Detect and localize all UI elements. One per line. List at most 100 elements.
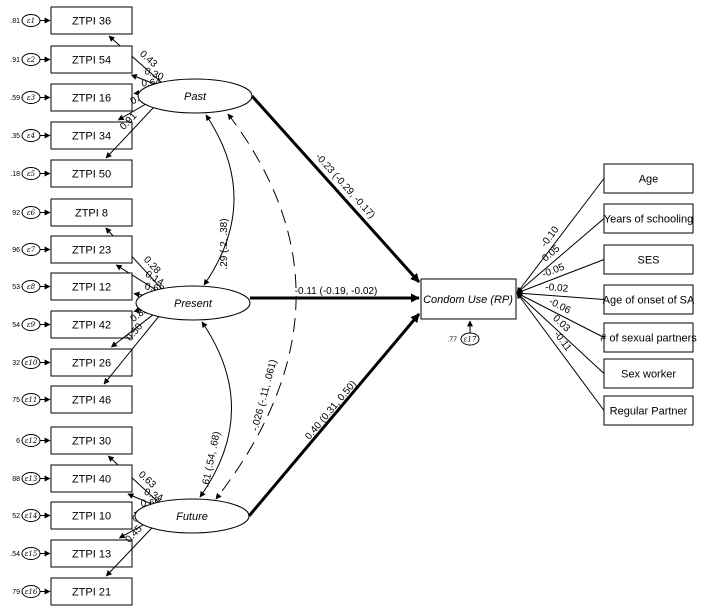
path-past-outcome-label: -0.23 (-0.29, -0.17) (313, 152, 377, 221)
future-error-5: 79 ε16 (12, 585, 51, 598)
item-label: ZTPI 50 (72, 169, 111, 181)
outcome-node: Condom Use (RP) (420, 278, 517, 320)
present-error-6: 75 ε11 (12, 393, 51, 406)
covariate-3: SES-0.05 (516, 244, 694, 294)
latent-future-label: Future (176, 511, 208, 523)
error-symbol: ε10 (25, 359, 38, 367)
covariate-arrow (516, 218, 605, 294)
error-symbol: ε3 (27, 94, 36, 102)
present-item-1: ZTPI 8 (50, 198, 133, 227)
corr-past-future-arc (215, 113, 297, 500)
path-future-outcome (247, 313, 421, 517)
covariate-arrow (516, 259, 605, 294)
past-error-3: .59 ε3 (10, 91, 51, 104)
latent-past-label: Past (184, 91, 207, 103)
item-label: ZTPI 8 (75, 208, 108, 220)
error-variance: 54 (12, 322, 20, 329)
error-variance: .91 (10, 57, 20, 64)
outcome-label: Condom Use (RP) (423, 294, 513, 306)
error-symbol: ε13 (25, 475, 38, 483)
covariate-arrow (516, 292, 605, 411)
past-loading-arrow-1 (108, 35, 171, 91)
latent-present: Present (135, 285, 251, 321)
past-error-2: .91 ε2 (10, 53, 51, 66)
error-variance: .18 (10, 171, 20, 178)
error-symbol: ε12 (25, 437, 38, 445)
latent-future: Future (134, 498, 250, 534)
covariate-label: Age (639, 174, 659, 186)
covariate-5: # of sexual partners-0.06 (516, 292, 697, 353)
item-label: ZTPI 46 (72, 395, 111, 407)
error-variance: 79 (12, 589, 20, 596)
present-item-5: ZTPI 26 (50, 348, 133, 377)
error-variance: 6 (16, 438, 20, 445)
future-item-4: ZTPI 13 (50, 539, 133, 568)
future-error-1: 6 ε12 (16, 434, 51, 447)
error-variance: .81 (10, 18, 20, 25)
error-symbol: ε11 (25, 396, 38, 404)
item-label: ZTPI 12 (72, 282, 111, 294)
present-error-2: 96 ε7 (12, 243, 51, 256)
past-error-1: .81 ε1 (10, 14, 51, 27)
outcome-error: ε17 .77 (447, 320, 480, 346)
covariate-label: Sex worker (621, 369, 676, 381)
covariate-arrow (516, 292, 605, 374)
item-label: ZTPI 30 (72, 436, 111, 448)
error-symbol: ε7 (27, 246, 36, 254)
covariate-coef: -0.05 (541, 262, 567, 281)
covariate-arrow (516, 178, 605, 294)
latent-past: Past (137, 78, 253, 114)
present-error-5: 32 ε10 (12, 356, 51, 369)
covariate-arrow (516, 290, 605, 300)
future-item-3: ZTPI 10 (50, 501, 133, 530)
present-item-2: ZTPI 23 (50, 235, 133, 264)
error-variance: .59 (10, 95, 20, 102)
error-symbol: ε4 (27, 132, 35, 140)
past-item-1: ZTPI 36 (50, 6, 133, 35)
error-variance: 75 (12, 397, 20, 404)
corr-past-future-label: -.026 (-.11, .061) (250, 358, 280, 432)
error-variance: 52 (12, 513, 20, 520)
error-variance: 53 (12, 284, 20, 291)
covariate-coef: -0.10 (539, 224, 562, 249)
error-symbol: ε9 (27, 321, 36, 329)
error-symbol: ε16 (25, 588, 38, 596)
item-label: ZTPI 34 (72, 131, 111, 143)
covariate-label: Years of schooling (604, 214, 694, 226)
future-item-2: ZTPI 40 (50, 464, 133, 493)
error-variance: 96 (12, 247, 20, 254)
item-label: ZTPI 10 (72, 511, 111, 523)
error-variance: 92 (12, 210, 20, 217)
outcome-error-variance: .77 (447, 337, 457, 344)
covariate-7: Regular Partner-0.11 (516, 292, 694, 426)
past-item-3: ZTPI 16 (50, 83, 133, 112)
covariate-4: Age of onset of SA -0.02 (516, 282, 695, 315)
covariate-coef: -0.02 (545, 282, 569, 295)
present-item-3: ZTPI 12 (50, 272, 133, 301)
path-present-outcome-label: -0.11 (-0.19, -0.02) (295, 286, 378, 297)
item-label: ZTPI 26 (72, 358, 111, 370)
covariate-coef: -0.11 (551, 329, 573, 354)
covariate-label: Age of onset of SA (603, 295, 695, 307)
covariate-label: # of sexual partners (600, 333, 697, 345)
error-variance: 32 (12, 360, 20, 367)
future-item-1: ZTPI 30 (50, 426, 133, 455)
error-symbol: ε1 (27, 17, 35, 25)
error-symbol: ε2 (27, 56, 36, 64)
present-item-4: ZTPI 42 (50, 310, 133, 339)
outcome-error-symbol: ε17 (464, 336, 477, 344)
latent-present-label: Present (174, 298, 213, 310)
error-symbol: ε14 (25, 512, 38, 520)
past-item-5: ZTPI 50 (50, 159, 133, 188)
item-label: ZTPI 54 (72, 55, 111, 67)
